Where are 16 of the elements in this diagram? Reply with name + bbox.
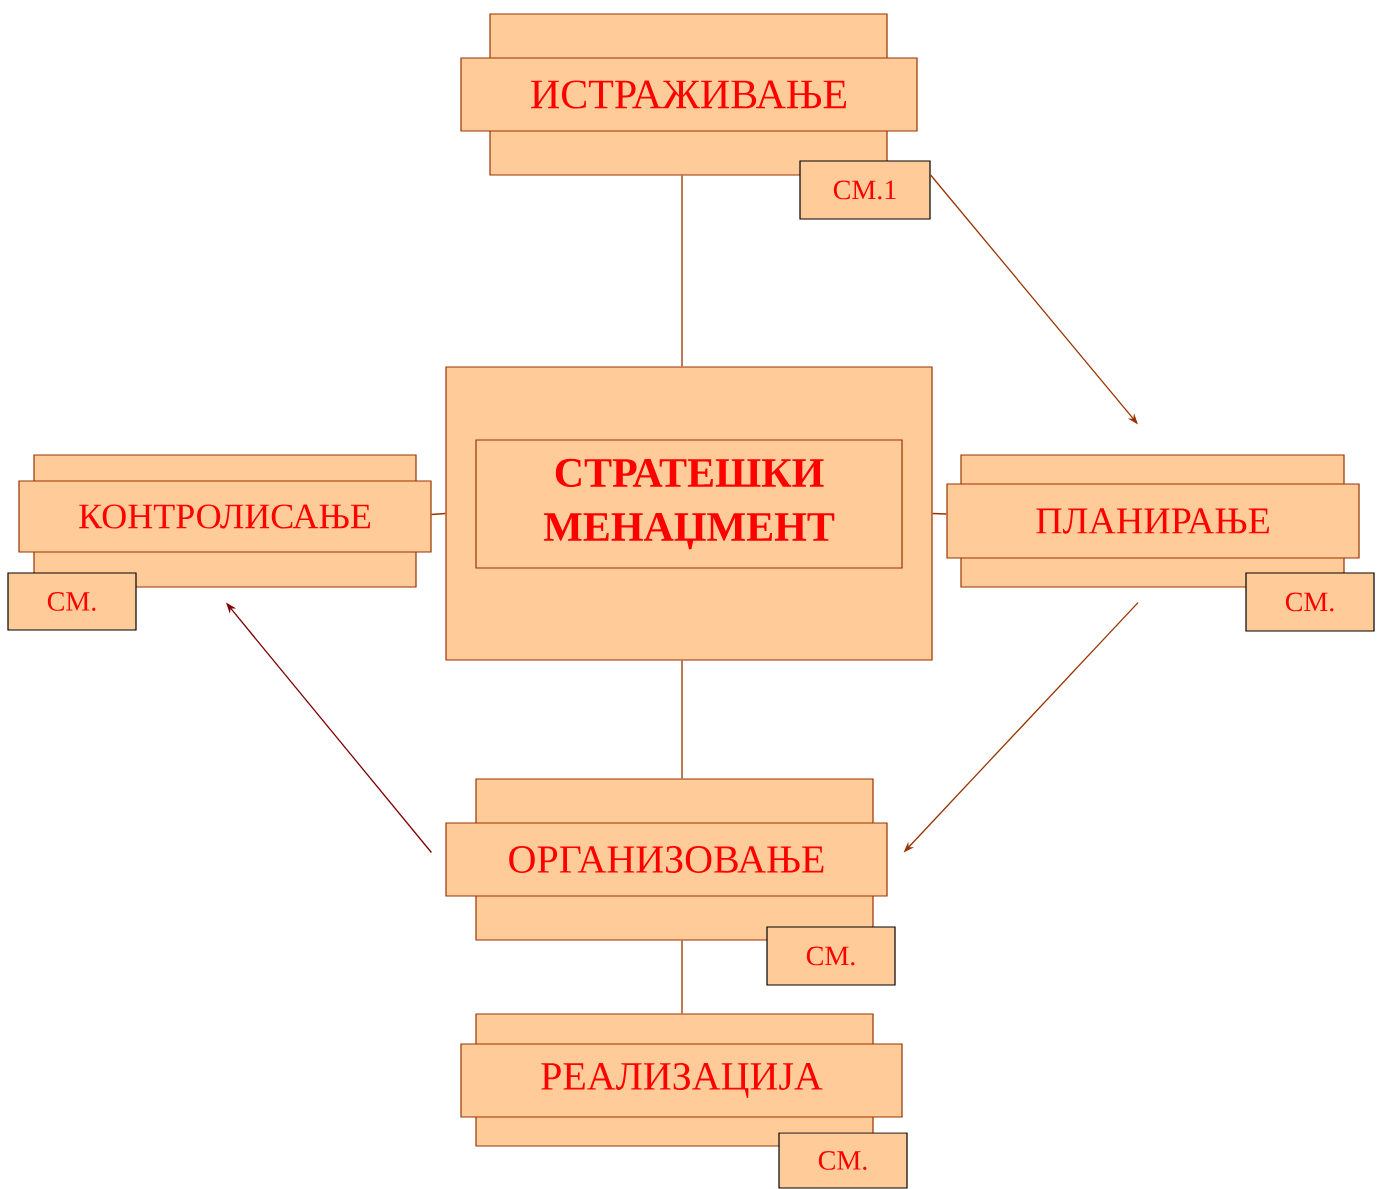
connector-line bbox=[430, 512, 447, 516]
process-box: КОНТРОЛИСАЊЕ bbox=[18, 454, 432, 588]
process-box: ИСТРАЖИВАЊЕ bbox=[460, 13, 918, 176]
process-box: РЕАЛИЗАЦИЈА bbox=[460, 1013, 903, 1147]
title-box: СТРАТЕШКИ МЕНАЏМЕНТ bbox=[475, 439, 903, 569]
reference-tag: СМ. bbox=[1245, 572, 1375, 632]
process-box: ОРГАНИЗОВАЊЕ bbox=[445, 778, 888, 941]
connector-line bbox=[681, 659, 683, 780]
reference-tag: СМ. bbox=[766, 926, 896, 986]
reference-tag: СМ. bbox=[778, 1132, 908, 1189]
process-box: ПЛАНИРАЊЕ bbox=[946, 454, 1360, 588]
connector-line bbox=[681, 939, 683, 1015]
reference-tag: СМ.1 bbox=[799, 160, 931, 220]
reference-tag: СМ. bbox=[7, 572, 137, 631]
connector-line bbox=[681, 174, 683, 368]
connector-line bbox=[931, 512, 948, 515]
